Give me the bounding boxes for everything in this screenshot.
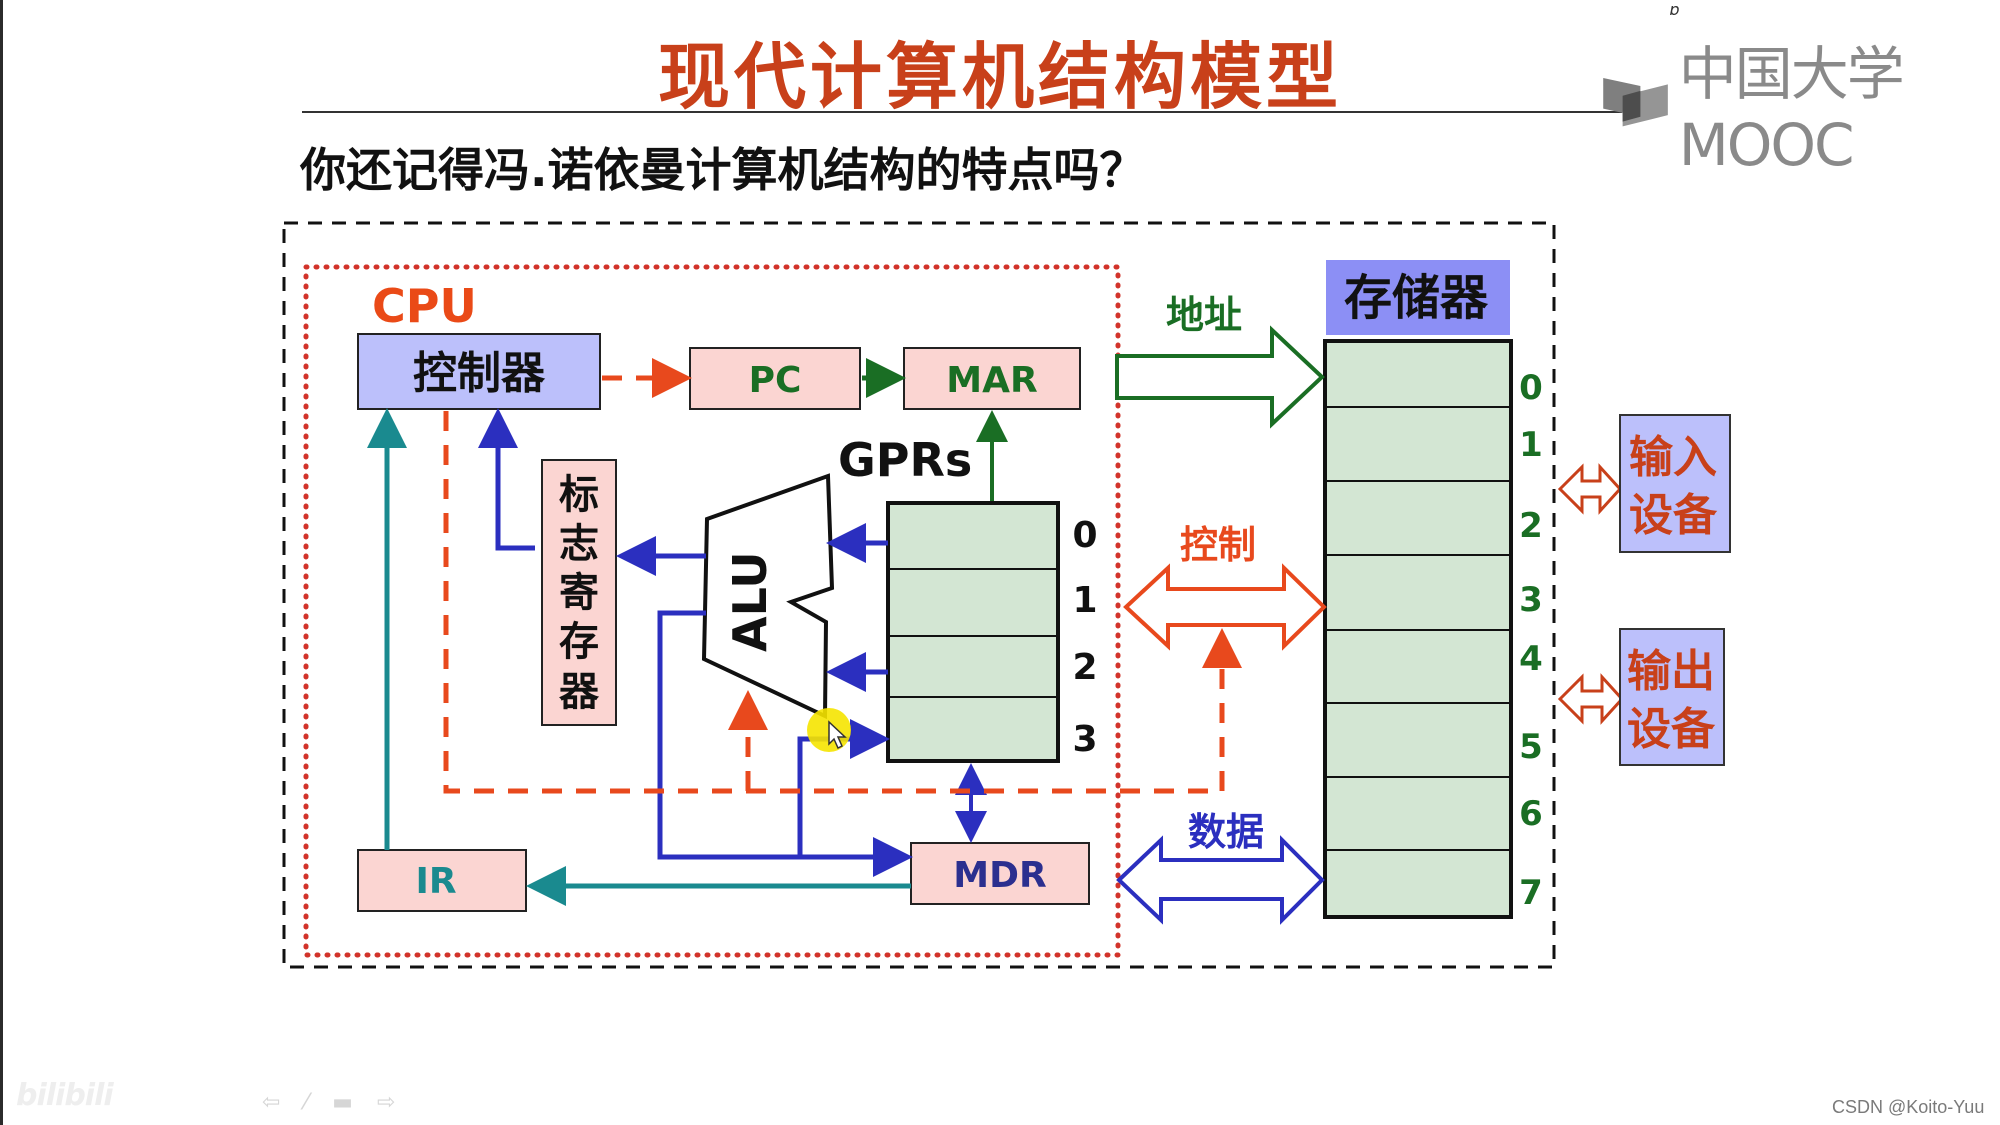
input-device-label-line2: 设备 — [1629, 490, 1718, 541]
memory-cells — [1323, 339, 1513, 919]
mooc-book-icon — [1603, 77, 1668, 127]
memory-index-2: 2 — [1519, 506, 1543, 546]
pen-icon[interactable]: ⁄ — [304, 1090, 309, 1115]
output-device-label-line1: 输出 — [1627, 646, 1715, 697]
memory-index-3: 3 — [1519, 580, 1543, 620]
system-boundary — [282, 221, 1556, 969]
input-device-arrow — [1557, 463, 1623, 515]
flag-register-char-1: 标 — [559, 472, 599, 518]
gprs-label: GPRs — [838, 433, 972, 487]
gpr-register-file — [886, 501, 1060, 763]
gpr-index-0: 0 — [1072, 515, 1097, 556]
slide-title: 现代计算机结构模型 — [0, 18, 2000, 123]
slide-title-text: 现代计算机结构模型 — [657, 35, 1342, 119]
alu-shape — [701, 473, 835, 720]
cpu-label: CPU — [372, 279, 477, 333]
mdr-box — [910, 842, 1090, 905]
alu-to-mdr-arrow — [657, 610, 913, 877]
mdr-label: MDR — [953, 855, 1046, 896]
mar-label: MAR — [946, 360, 1037, 401]
csdn-credit: CSDN @Koito-Yuu — [1832, 1097, 1985, 1117]
flag-to-controller-arrow — [478, 408, 535, 551]
address-bus-label: 地址 — [1166, 293, 1242, 337]
input-device-label-line1: 输入 — [1629, 432, 1717, 483]
alu-label: ALU — [723, 551, 777, 652]
memory-index-5: 5 — [1519, 727, 1543, 767]
window-left-border — [0, 0, 3, 1125]
mouse-pointer — [807, 708, 851, 752]
input-device-box — [1619, 414, 1731, 553]
memory-label: 存储器 — [1344, 270, 1489, 326]
memory-header — [1326, 260, 1510, 335]
pc-label: PC — [749, 360, 802, 401]
address-bus-arrow — [1115, 325, 1325, 429]
controller-label: 控制器 — [413, 348, 546, 399]
cursor-arrow-icon — [828, 720, 847, 750]
memory-index-1: 1 — [1519, 425, 1543, 465]
flag-register-box — [541, 459, 617, 726]
prev-arrow-icon[interactable]: ⇦ — [262, 1090, 281, 1115]
mooc-watermark: 中国大学MOOC — [1600, 40, 2000, 179]
memory-index-4: 4 — [1519, 639, 1543, 679]
data-bus-arrow — [1116, 835, 1325, 925]
output-device-arrow — [1557, 673, 1625, 725]
output-device-label-line2: 设备 — [1627, 704, 1716, 755]
flag-register-char-4: 存 — [559, 619, 599, 665]
pc-box — [689, 347, 861, 410]
ir-label: IR — [415, 861, 456, 902]
memory-index-0: 0 — [1519, 368, 1543, 408]
gpr-index-3: 3 — [1072, 719, 1097, 760]
output-device-box — [1619, 628, 1725, 766]
data-bus-label: 数据 — [1188, 810, 1264, 854]
flag-register-char-2: 志 — [559, 521, 599, 567]
mar-box — [903, 347, 1081, 410]
controller-box — [357, 333, 601, 410]
gpr-index-1: 1 — [1072, 580, 1097, 621]
menu-icon[interactable]: ▬ — [332, 1090, 353, 1115]
next-arrow-icon[interactable]: ⇨ — [376, 1090, 396, 1115]
control-bus-label: 控制 — [1180, 523, 1256, 567]
ir-box — [357, 849, 527, 912]
slide-nav-controls: ⇦ ⁄ ▬ ⇨ — [262, 1090, 395, 1115]
flag-register-char-5: 器 — [559, 669, 600, 715]
top-mark: ɒ — [1670, 0, 1681, 19]
gpr-index-2: 2 — [1072, 647, 1097, 688]
flag-register-char-3: 寄 — [559, 570, 599, 616]
mooc-logo-text: 中国大学MOOC — [1678, 40, 1905, 179]
control-bus-arrow — [1123, 563, 1327, 651]
title-underline — [302, 111, 1622, 113]
bus-to-gpr3-arrow — [797, 719, 890, 857]
control-signal-line — [443, 411, 1222, 794]
bilibili-logo: bilibili — [16, 1078, 114, 1113]
slide-question: 你还记得冯.诺依曼计算机结构的特点吗？ — [300, 143, 1146, 197]
memory-index-7: 7 — [1519, 873, 1543, 913]
memory-index-6: 6 — [1519, 794, 1543, 834]
